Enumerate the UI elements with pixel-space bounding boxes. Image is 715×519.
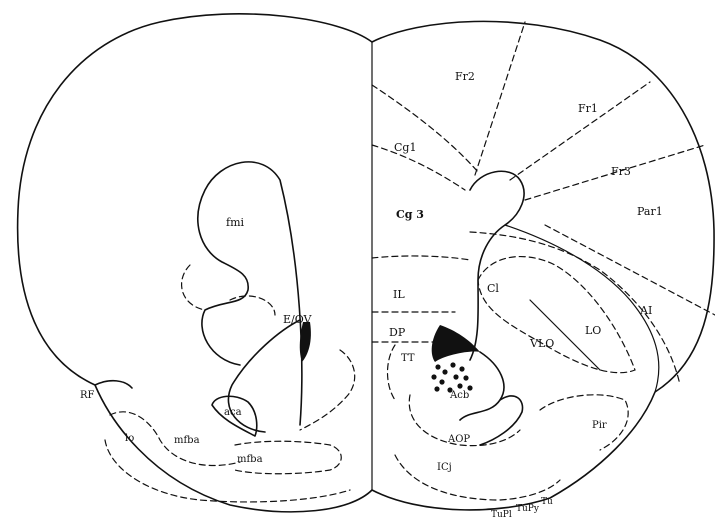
label-aop: AOP: [447, 434, 470, 445]
right-outer-white-outline: [505, 225, 659, 392]
right-bottom-dashed-1: [388, 345, 396, 400]
label-icj: ICj: [437, 462, 452, 473]
right-bottom-dashed-3: [540, 395, 628, 450]
label-lo: lo: [125, 433, 134, 444]
boundary-cg1-cg3: [372, 145, 465, 190]
acb-dot: [442, 369, 447, 374]
label-tupl: TuPl: [491, 510, 512, 519]
acb-dot: [439, 379, 444, 384]
label-par1: Par1: [637, 205, 663, 218]
boundary-cg3-il: [372, 256, 470, 260]
right-hemisphere: [372, 21, 715, 510]
right-aca-outline: [480, 396, 523, 445]
label-mfba-lower: mfba: [237, 454, 263, 465]
orbital-dashed-outline: [478, 257, 635, 373]
label-aca: aca: [224, 407, 242, 418]
label-pir: Pir: [592, 420, 607, 431]
right-septal-outline: [460, 352, 504, 420]
label-tt: TT: [401, 353, 415, 364]
label-fr2: Fr2: [455, 70, 475, 83]
left-ventricle-fill: [300, 322, 311, 362]
boundary-par1-ai: [545, 225, 715, 315]
boundary-cg1-fr2: [372, 85, 478, 172]
left-internal-dashed-1: [230, 296, 275, 315]
left-rf-line: [95, 381, 132, 388]
label-vlo: VLO: [529, 337, 554, 350]
acb-dot: [453, 374, 458, 379]
label-fmi: fmi: [226, 216, 245, 229]
acb-dot: [459, 366, 464, 371]
acb-dots: [431, 362, 472, 392]
label-cl: Cl: [487, 282, 499, 295]
label-e-ov: E/OV: [283, 313, 313, 326]
label-acb: Acb: [449, 390, 469, 401]
label-mfba-upper: mfba: [174, 435, 200, 446]
label-il: IL: [393, 288, 405, 301]
label-fr1: Fr1: [578, 102, 598, 115]
acb-dot: [434, 386, 439, 391]
right-bottom-dashed-4: [395, 455, 560, 500]
label-ai: AI: [639, 304, 652, 317]
boundary-fr2-fr1: [475, 22, 525, 175]
label-rf: RF: [80, 390, 95, 401]
acb-dot: [431, 374, 436, 379]
left-bottom-dashed-2: [300, 350, 355, 430]
label-fr3: Fr3: [611, 165, 631, 178]
acb-dot: [450, 362, 455, 367]
label-dp: DP: [389, 326, 406, 339]
right-ventricle-fill: [432, 325, 480, 362]
acb-dot: [435, 364, 440, 369]
left-internal-dashed-2: [182, 265, 205, 310]
left-bottom-dashed-4: [105, 440, 350, 502]
forceps-minor-outline: [198, 162, 302, 425]
label-tupy: TuPy: [516, 504, 540, 514]
acb-dot: [463, 375, 468, 380]
right-forceps-outline: [470, 171, 524, 360]
label-cg3: Cg 3: [396, 208, 424, 221]
right-hemisphere-outline: [372, 21, 714, 510]
acb-dot: [457, 383, 462, 388]
label-cg1: Cg1: [394, 141, 416, 154]
label-tu: Tu: [541, 497, 553, 507]
labels: fmi E/OV aca mfba mfba lo RF Fr2 Fr1 Fr3…: [80, 70, 663, 519]
label-lo-region: LO: [585, 324, 601, 337]
